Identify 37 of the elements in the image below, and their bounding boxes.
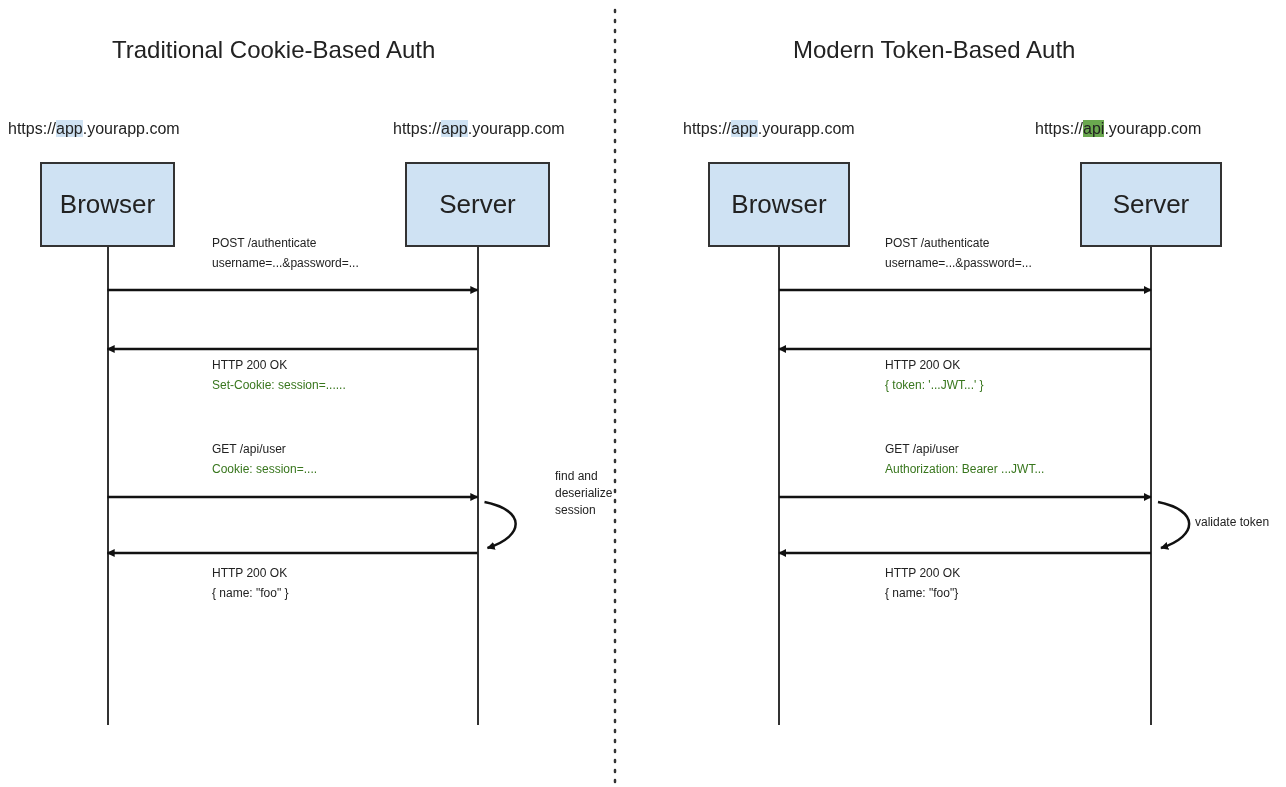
arrow: [778, 345, 1151, 353]
edge-label: HTTP 200 OK: [212, 358, 288, 372]
edge-label: GET /api/user: [212, 442, 286, 456]
header-text: { token: '...JWT...' }: [885, 378, 984, 392]
curved-arrow: [484, 500, 517, 550]
arrow: [107, 493, 479, 501]
arrow: [106, 345, 478, 353]
arrow: [107, 286, 479, 294]
panel-title: Traditional Cookie-Based Auth: [112, 36, 436, 64]
message-text: username=...&password=...: [885, 256, 1032, 270]
arrow: [778, 549, 1151, 557]
edge-label: HTTP 200 OK: [212, 566, 288, 580]
message-text: username=...&password=...: [212, 256, 359, 270]
message-text: { name: "foo"}: [885, 586, 959, 600]
edge-label: GET /api/user: [885, 442, 959, 456]
header-text: Cookie: session=....: [212, 462, 318, 476]
header-text: Set-Cookie: session=......: [212, 378, 346, 392]
arrow: [779, 286, 1152, 294]
url-label: https://app.yourapp.com: [683, 120, 855, 138]
arrow: [779, 493, 1152, 501]
edge-label: HTTP 200 OK: [885, 566, 961, 580]
message-text: { name: "foo" }: [212, 586, 289, 600]
participant-box: Server: [1080, 162, 1222, 247]
url-label: https://app.yourapp.com: [8, 120, 180, 138]
arrow: [106, 549, 478, 557]
panel-title: Modern Token-Based Auth: [793, 36, 1076, 64]
edge-label: HTTP 200 OK: [885, 358, 961, 372]
url-label: https://app.yourapp.com: [393, 120, 565, 138]
participant-box: Server: [405, 162, 550, 247]
edge-label: find and deserialize session: [555, 468, 614, 519]
edge-label: POST /authenticate: [885, 236, 990, 250]
header-text: Authorization: Bearer ...JWT...: [885, 462, 1045, 476]
edge-label: validate token: [1195, 515, 1270, 529]
participant-box: Browser: [708, 162, 850, 247]
curved-arrow: [1157, 500, 1191, 550]
participant-box: Browser: [40, 162, 175, 247]
edge-label: POST /authenticate: [212, 236, 317, 250]
